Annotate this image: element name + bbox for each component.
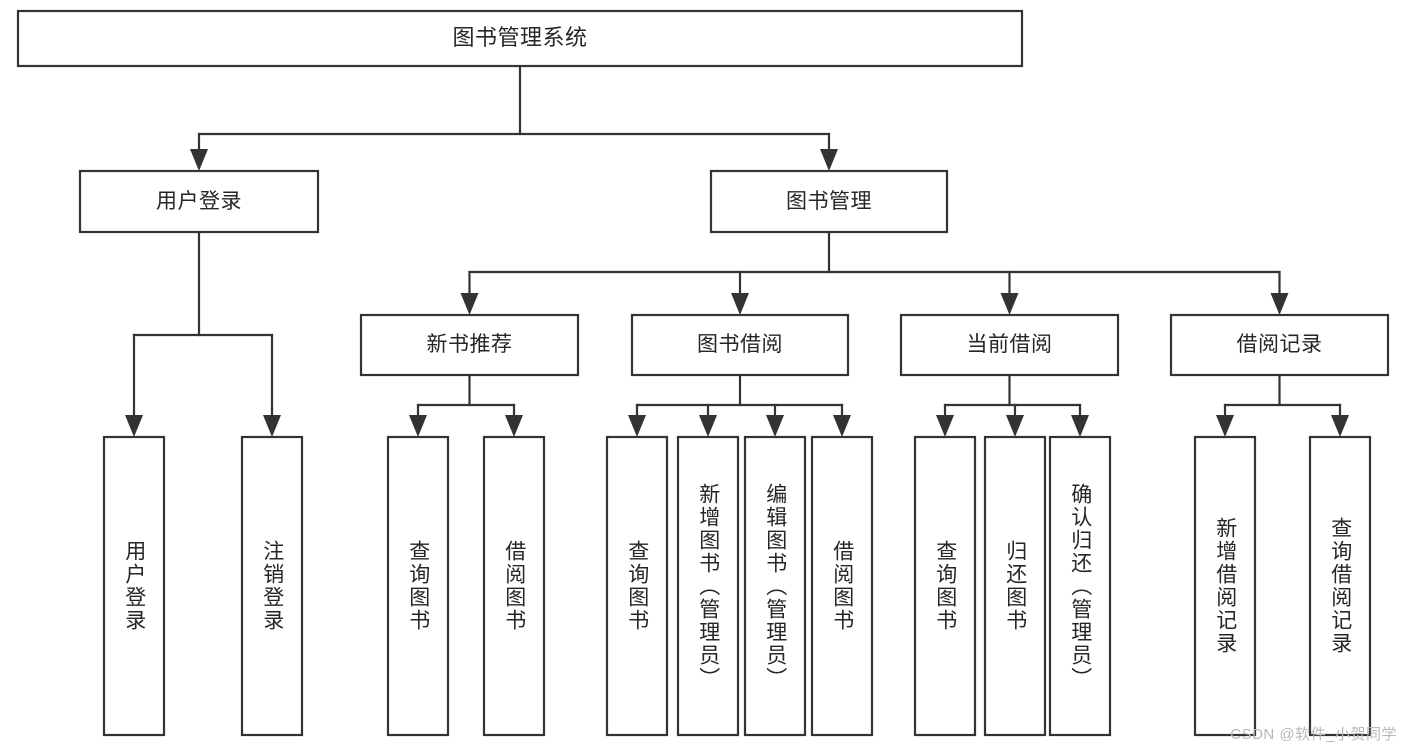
node-box-leaf-confirm-return[interactable] (1048, 435, 1112, 737)
arrow-head-leaf-edit-book (766, 415, 784, 437)
watermark: CSDN @软件_小贺同学 (1230, 726, 1397, 743)
node-box-leaf-add-book[interactable] (676, 435, 740, 737)
arrow-head-book-management (820, 149, 838, 171)
node-box-leaf-add-record[interactable] (1193, 435, 1257, 737)
arrow-head-leaf-confirm-return (1071, 415, 1089, 437)
arrow-head-leaf-query-book-2 (628, 415, 646, 437)
node-box-leaf-return-book[interactable] (983, 435, 1047, 737)
arrow-head-leaf-add-book (699, 415, 717, 437)
node-box-leaf-edit-book[interactable] (743, 435, 807, 737)
node-box-leaf-logout[interactable] (240, 435, 304, 737)
node-box-leaf-query-book-1[interactable] (386, 435, 450, 737)
arrow-head-leaf-query-record (1331, 415, 1349, 437)
node-box-leaf-borrow-book-1[interactable] (482, 435, 546, 737)
node-box-leaf-query-record[interactable] (1308, 435, 1372, 737)
arrow-head-borrow-record (1270, 293, 1289, 315)
node-box-leaf-query-book-3[interactable] (913, 435, 977, 737)
arrow-head-leaf-logout (263, 415, 281, 437)
arrow-head-user-login (190, 149, 208, 171)
arrow-head-leaf-borrow-book-2 (833, 415, 851, 437)
node-box-current-borrow[interactable] (899, 313, 1120, 377)
node-box-book-management[interactable] (709, 169, 949, 234)
arrow-head-leaf-user-login (125, 415, 143, 437)
arrow-head-leaf-borrow-book-1 (505, 415, 523, 437)
node-box-group (16, 9, 1390, 737)
arrow-head-new-book-recommend (460, 293, 479, 315)
node-box-root[interactable] (16, 9, 1024, 68)
node-box-user-login[interactable] (78, 169, 320, 234)
arrow-head-leaf-return-book (1006, 415, 1024, 437)
arrow-head-leaf-query-book-1 (409, 415, 427, 437)
node-box-leaf-user-login[interactable] (102, 435, 166, 737)
connector-group (125, 64, 1349, 437)
arrow-head-leaf-query-book-3 (936, 415, 954, 437)
arrow-head-current-borrow (1000, 293, 1019, 315)
node-box-book-borrow[interactable] (630, 313, 850, 377)
node-box-new-book-recommend[interactable] (359, 313, 580, 377)
arrow-head-leaf-add-record (1216, 415, 1234, 437)
node-box-leaf-query-book-2[interactable] (605, 435, 669, 737)
node-box-borrow-record[interactable] (1169, 313, 1390, 377)
arrow-head-book-borrow (731, 293, 749, 315)
node-box-leaf-borrow-book-2[interactable] (810, 435, 874, 737)
